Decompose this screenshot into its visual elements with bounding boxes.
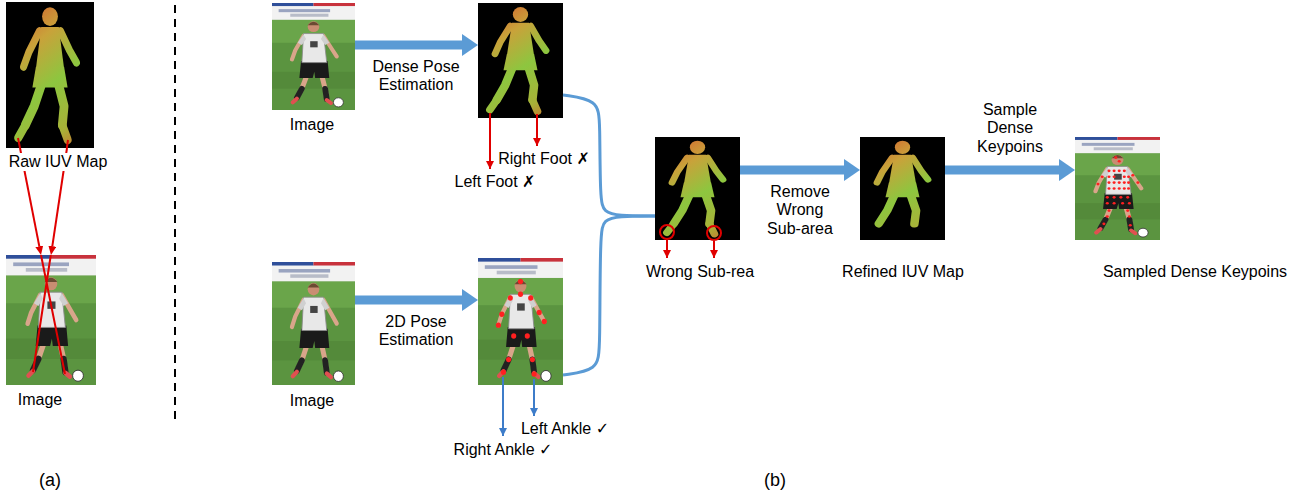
leader-arrow (536, 114, 538, 146)
image-panel: Raw IUV Map (6, 2, 94, 148)
leader-arrow (713, 241, 715, 258)
edge-label: Dense Pose Estimation (366, 58, 466, 95)
caption-holder: Right Ankle ✓ (452, 441, 555, 459)
photo-with-keypoints (1075, 137, 1160, 240)
photo (272, 262, 355, 385)
block-arrow (355, 296, 462, 305)
iuv-map (655, 137, 740, 240)
caption: Sampled Dense Keypoins (1101, 263, 1289, 281)
photo-with-pose (478, 258, 563, 385)
panel-label-holder: (b) (762, 470, 788, 491)
image-panel: Sampled Dense Keypoins (1075, 137, 1160, 240)
caption-holder: Sampled Dense Keypoins (1101, 263, 1289, 281)
caption-holder: Right Foot ✗ (496, 150, 592, 168)
panel-label: (b) (762, 470, 788, 491)
panel-label-holder: (a) (37, 470, 63, 491)
illustration-part (478, 3, 563, 118)
illustration-part (490, 100, 538, 112)
caption-holder: Raw IUV Map (7, 153, 110, 171)
edge-label: Remove Wrong Sub-area (760, 183, 840, 238)
illustration-part (672, 141, 723, 224)
image-panel: Right Foot ✗Left Foot ✗ (478, 3, 563, 118)
leader-arrow (533, 379, 535, 416)
caption-holder: Image (288, 392, 336, 410)
illustration-part (478, 258, 563, 385)
image-panel: Image (272, 262, 355, 385)
iuv-map (860, 137, 945, 240)
caption: Left Ankle ✓ (519, 420, 611, 438)
illustration-part (495, 7, 546, 100)
caption: Image (16, 391, 64, 409)
block-arrow (945, 166, 1059, 175)
caption: Image (288, 116, 336, 134)
caption-holder: Image (288, 116, 336, 134)
edge-label-holder: Remove Wrong Sub-area (760, 183, 840, 238)
illustration-part (860, 137, 945, 240)
illustration-part (655, 137, 740, 240)
image-panel: Wrong Sub-rea (655, 137, 740, 240)
correspondence-line (18, 138, 68, 374)
illustration-part (1096, 156, 1139, 226)
caption: Refined IUV Map (840, 263, 966, 281)
edge-label-holder: Dense Pose Estimation (366, 58, 466, 95)
image-panel: Image (272, 3, 355, 110)
panel-label: (a) (37, 470, 63, 491)
caption: Right Ankle ✓ (452, 441, 555, 459)
caption: Wrong Sub-rea (644, 263, 756, 281)
block-arrow (355, 41, 462, 50)
illustration-part (6, 255, 96, 385)
highlight-circle (660, 225, 674, 239)
illustration-part (18, 125, 67, 140)
caption: Left Foot ✗ (453, 173, 538, 191)
edge-label: Sample Dense Keypoins (969, 101, 1051, 156)
image-panel: Image (6, 255, 96, 385)
caption-holder: Image (16, 391, 64, 409)
caption-holder: Refined IUV Map (840, 263, 966, 281)
leader-arrow (502, 377, 504, 436)
caption: Image (288, 392, 336, 410)
edge-label: 2D Pose Estimation (366, 313, 466, 350)
illustration-part (1075, 137, 1160, 240)
caption: Right Foot ✗ (496, 150, 592, 168)
caption-holder: Left Foot ✗ (453, 173, 538, 191)
leader-arrow (489, 113, 491, 169)
edge-label-holder: Sample Dense Keypoins (969, 101, 1051, 156)
iuv-map (478, 3, 563, 118)
caption: Raw IUV Map (7, 153, 110, 171)
illustration-part (272, 262, 355, 385)
block-arrow (740, 166, 844, 175)
iuv-map (6, 2, 94, 148)
highlight-circle (707, 226, 721, 240)
edge-label-holder: 2D Pose Estimation (366, 313, 466, 350)
photo (272, 3, 355, 110)
illustration-part (496, 279, 547, 377)
illustration-part (6, 2, 94, 148)
caption-holder: Wrong Sub-rea (644, 263, 756, 281)
image-panel: Left Ankle ✓Right Ankle ✓ (478, 258, 563, 385)
illustration-part (24, 7, 77, 125)
brace-connector (563, 216, 655, 375)
illustration-part (272, 3, 355, 110)
divider-line (174, 5, 176, 425)
illustration-part (877, 141, 928, 224)
photo (6, 255, 96, 385)
caption-holder: Left Ankle ✓ (519, 420, 611, 438)
image-panel: Refined IUV Map (860, 137, 945, 240)
leader-arrow (666, 240, 668, 258)
